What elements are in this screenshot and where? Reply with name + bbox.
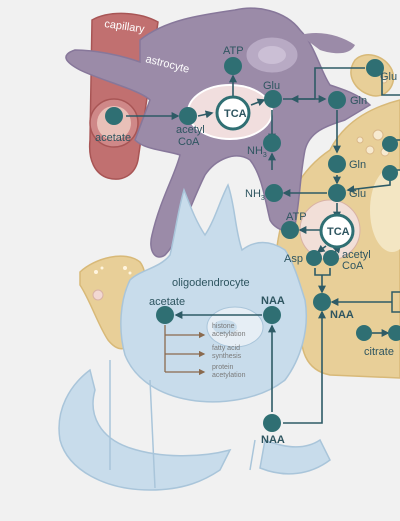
naa-oligo-label: NAA	[261, 295, 285, 307]
fatty-acid-label-2: synthesis	[212, 353, 242, 360]
histone-label-2: acetylation	[212, 331, 246, 338]
nh3-neuron-label: NH3	[245, 188, 265, 202]
asp-neuron-label: Asp	[284, 253, 303, 265]
acetyl-coa-astro-label-2: CoA	[178, 136, 200, 148]
gln-neuron-label: Gln	[349, 159, 366, 171]
gln-astro-label: Gln	[350, 95, 367, 107]
glu-astro-label: Glu	[263, 80, 280, 92]
atp-astro-dot	[224, 57, 242, 75]
acetate-fate-arrows	[164, 325, 206, 376]
naa-oligo-dot	[263, 306, 281, 324]
tca-neuron-label: TCA	[327, 226, 350, 238]
acetate-astro-dot	[105, 107, 123, 125]
acetyl-coa-neuron-dot	[323, 250, 339, 266]
right-edge-dot-1	[382, 136, 398, 152]
tca-neuron-ring	[319, 213, 355, 249]
asp-neuron-dot	[306, 250, 322, 266]
capillary-label: capillary	[104, 18, 146, 36]
nh3-astro-label: NH3	[247, 145, 267, 159]
right-edge-dot-2	[382, 165, 398, 181]
nh3-neuron-dot	[265, 184, 283, 202]
oligodendrocyte-cell	[120, 183, 308, 403]
glu-neuron-label: Glu	[349, 188, 366, 200]
acetyl-coa-neuron-label-2: CoA	[342, 260, 364, 272]
protein-label-2: acetylation	[212, 372, 246, 379]
acetate-oligo-dot	[156, 306, 174, 324]
acetyl-coa-neuron-label-1: acetyl	[342, 249, 371, 261]
nh3-astro-dot	[263, 134, 281, 152]
glu-astro-dot	[264, 90, 282, 108]
atp-neuron-label: ATP	[286, 211, 307, 223]
citrate-dot-2	[388, 325, 400, 341]
glu-top-right-dot	[366, 59, 384, 77]
glu-top-right-label: Glu	[380, 71, 397, 83]
gln-neuron-dot	[328, 155, 346, 173]
acetyl-coa-astro-dot	[179, 107, 197, 125]
atp-astro-label: ATP	[223, 45, 244, 57]
tca-astro-ring	[215, 95, 251, 131]
naa-bottom-label: NAA	[261, 434, 285, 446]
histone-label-1: histone	[212, 323, 235, 330]
protein-label-1: protein	[212, 364, 234, 371]
citrate-label: citrate	[364, 346, 394, 358]
naa-neuron-dot	[313, 293, 331, 311]
atp-neuron-dot	[281, 221, 299, 239]
tca-astro-label: TCA	[224, 108, 247, 120]
citrate-dot	[356, 325, 372, 341]
gln-astro-dot	[328, 91, 346, 109]
acetate-astro-label: acetate	[95, 132, 131, 144]
acetyl-coa-astro-label-1: acetyl	[176, 124, 205, 136]
naa-neuron-label: NAA	[330, 309, 354, 321]
glu-neuron-dot	[328, 184, 346, 202]
myelin-sheath	[58, 360, 331, 491]
oligodendrocyte-label: oligodendrocyte	[172, 277, 250, 289]
naa-bottom-dot	[263, 414, 281, 432]
fatty-acid-label-1: fatty acid	[212, 345, 240, 352]
metabolites	[105, 57, 400, 432]
acetate-oligo-label: acetate	[149, 296, 185, 308]
